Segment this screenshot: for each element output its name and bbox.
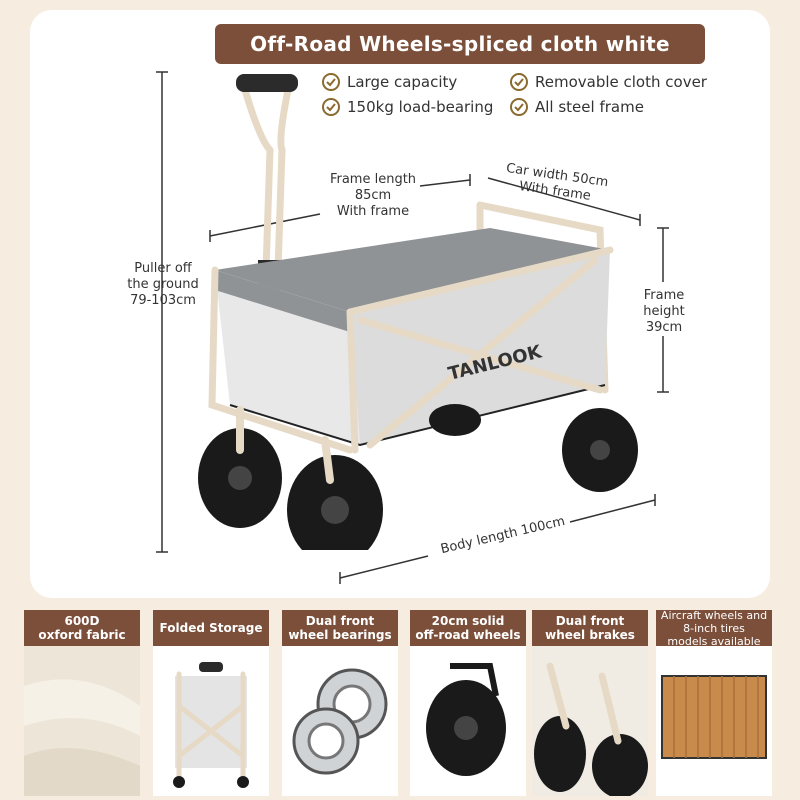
tile-wheels: 20cm solid off-road wheels: [410, 610, 526, 796]
check-icon: [510, 98, 528, 116]
tile-title-line3: models available: [667, 634, 761, 648]
frame-height-line2: height: [643, 304, 685, 319]
frame-height-label: Frame height 39cm: [636, 288, 692, 336]
frame-length-line3: With frame: [336, 204, 410, 219]
wheel-back-right: [562, 408, 638, 492]
wheel-image: [410, 646, 526, 796]
wheel-back-left: [429, 404, 481, 436]
feature-removable-cover: Removable cloth cover: [510, 73, 707, 91]
tile-title-line1: Dual front: [305, 614, 375, 628]
folded-wagon-image: [153, 646, 269, 796]
frame-height-line1: Frame: [643, 288, 685, 303]
title-banner: Off-Road Wheels-spliced cloth white: [215, 24, 705, 64]
puller-height-label: Puller off the ground 79-103cm: [116, 261, 210, 309]
tile-header: Folded Storage: [153, 610, 269, 646]
feature-label: Removable cloth cover: [535, 73, 707, 91]
wheel-front-left: [198, 428, 282, 528]
dimension-lines: [156, 71, 669, 584]
feature-label: 150kg load-bearing: [347, 98, 494, 116]
tile-title-line2: off-road wheels: [415, 628, 521, 642]
brakes-image: [532, 646, 648, 796]
tile-folded: Folded Storage: [153, 610, 269, 796]
frame-length-line2: 85cm: [354, 188, 392, 203]
tile-header: Dual front wheel brakes: [532, 610, 648, 646]
tile-title-line1: Aircraft wheels and: [660, 608, 768, 622]
tile-title-line2: oxford fabric: [38, 628, 126, 642]
puller-line1: Puller off: [134, 261, 192, 276]
fabric-image: [24, 646, 140, 796]
tile-header: Aircraft wheels and 8-inch tires models …: [656, 608, 772, 648]
tile-title-line2: wheel brakes: [545, 628, 635, 642]
tile-title-line2: 8-inch tires: [683, 621, 745, 635]
wagon-illustration: TANLOOK: [198, 74, 638, 550]
feature-label: All steel frame: [535, 98, 644, 116]
feature-large-capacity: Large capacity: [322, 73, 457, 91]
feature-load-bearing: 150kg load-bearing: [322, 98, 493, 116]
puller-line2: the ground: [127, 277, 199, 292]
check-icon: [322, 73, 340, 91]
feature-label: Large capacity: [347, 73, 458, 91]
tile-aircraft-wheels: Aircraft wheels and 8-inch tires models …: [656, 608, 772, 796]
check-icon: [322, 98, 340, 116]
bearings-image: [282, 646, 398, 796]
check-icon: [510, 73, 528, 91]
tile-title-line1: Folded Storage: [159, 621, 263, 635]
feature-steel-frame: All steel frame: [510, 98, 644, 116]
tile-header: 20cm solid off-road wheels: [410, 610, 526, 646]
frame-height-line3: 39cm: [645, 320, 683, 335]
tile-header: 600D oxford fabric: [24, 610, 140, 646]
puller-line3: 79-103cm: [130, 293, 196, 308]
wood-table-image: [656, 646, 772, 796]
wheel-front-right: [287, 455, 383, 550]
tile-title-line2: wheel bearings: [288, 628, 392, 642]
tile-title-line1: 600D: [64, 614, 100, 628]
tile-header: Dual front wheel bearings: [282, 610, 398, 646]
frame-length-line1: Frame length: [329, 172, 417, 187]
frame-length-label: Frame length 85cm With frame: [318, 172, 428, 220]
tile-brakes: Dual front wheel brakes: [532, 610, 648, 796]
tile-fabric: 600D oxford fabric: [24, 610, 140, 796]
tile-title-line1: 20cm solid: [431, 614, 505, 628]
tile-title-line1: Dual front: [555, 614, 625, 628]
tile-bearings: Dual front wheel bearings: [282, 610, 398, 796]
